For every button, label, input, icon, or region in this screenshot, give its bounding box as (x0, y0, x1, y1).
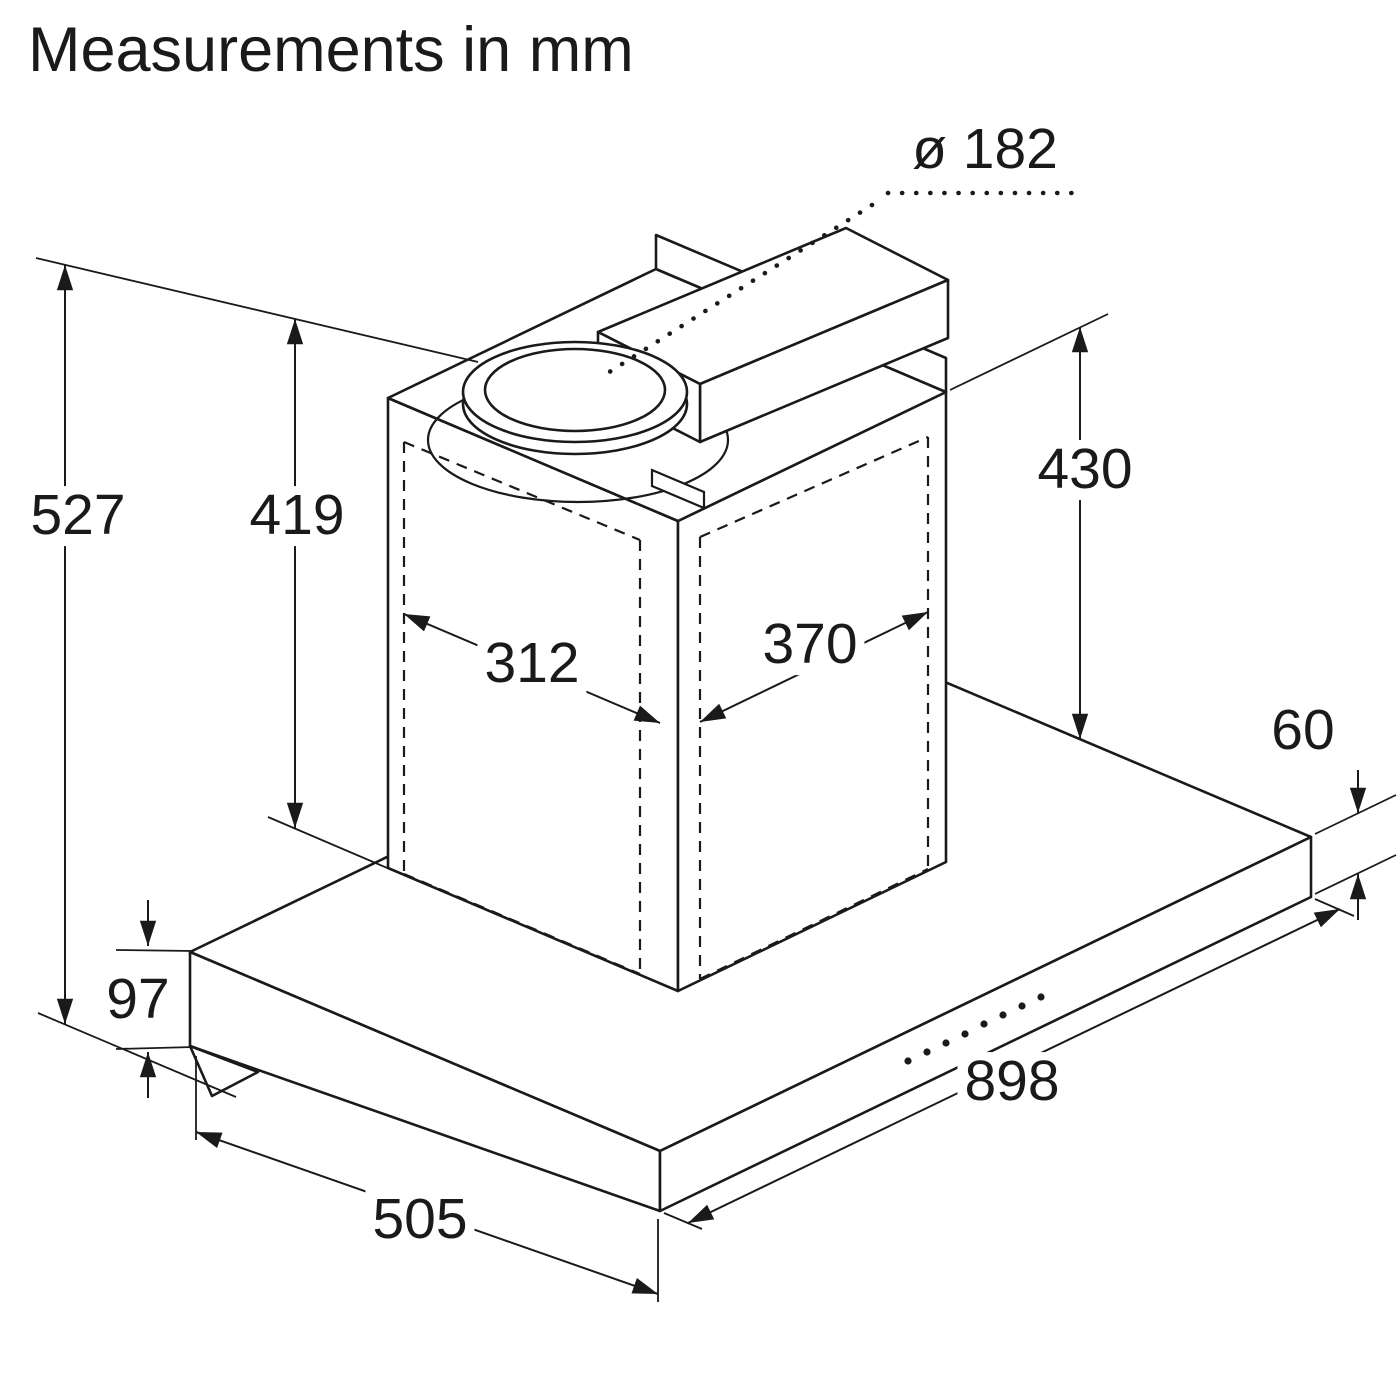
duct-diameter-leader (597, 190, 1083, 381)
duct-collar (461, 340, 689, 456)
duct-collar-inner-ring (483, 347, 667, 433)
junction-box (650, 468, 706, 510)
dim-label-body-depth: 505 (365, 1189, 475, 1250)
dim-label-total-height: 527 (23, 485, 133, 546)
dim-label-body-left-height: 97 (99, 969, 177, 1030)
dim-label-chimney-height-right: 430 (1030, 439, 1140, 500)
dim-label-body-edge-height: 60 (1264, 700, 1342, 761)
dim-label-body-width: 898 (957, 1051, 1067, 1112)
dim-label-duct-diameter: ø 182 (905, 119, 1065, 180)
page-title: Measurements in mm (28, 15, 634, 85)
dim-label-chimney-width: 370 (755, 614, 865, 675)
hood-body-wall-bracket (188, 1044, 260, 1098)
dim-label-chimney-depth: 312 (477, 633, 587, 694)
dim-label-chimney-height-left: 419 (242, 485, 352, 546)
